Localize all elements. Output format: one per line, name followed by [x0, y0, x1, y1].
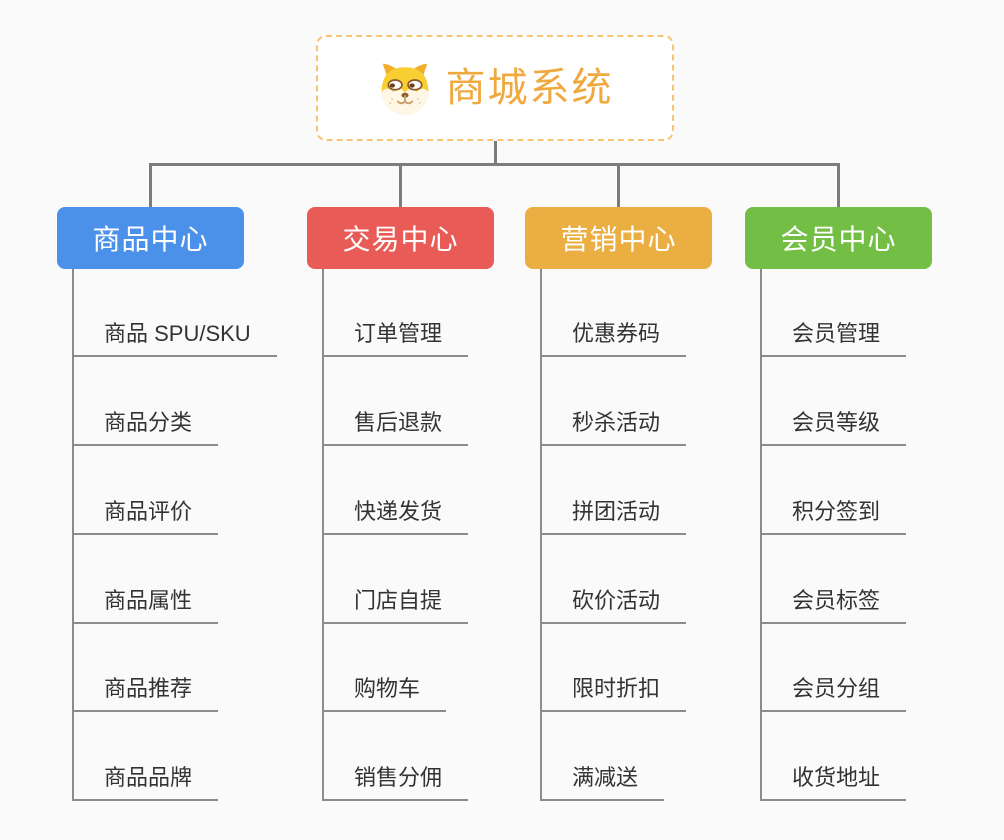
connector-drop-marketing	[617, 163, 620, 209]
leaf-item[interactable]: 会员管理	[760, 321, 907, 357]
leaf-item[interactable]: 订单管理	[322, 321, 469, 357]
leaf-item[interactable]: 秒杀活动	[540, 410, 687, 446]
connector-drop-trade	[399, 163, 402, 209]
branch-column-member: 会员中心 会员管理 会员等级 积分签到 会员标签 会员分组 收货地址	[745, 207, 1004, 807]
connector-root-stem	[494, 141, 497, 165]
leaf-item[interactable]: 会员标签	[760, 588, 907, 624]
branch-node-trade-center[interactable]: 交易中心	[307, 207, 494, 269]
leaf-item[interactable]: 满减送	[540, 765, 665, 801]
leaf-item[interactable]: 会员分组	[760, 676, 907, 712]
leaf-item[interactable]: 商品分类	[72, 410, 219, 446]
branch-node-member-center[interactable]: 会员中心	[745, 207, 932, 269]
branch-trunk-line	[72, 269, 74, 801]
leaf-item[interactable]: 快递发货	[322, 499, 469, 535]
branch-column-marketing: 营销中心 优惠券码 秒杀活动 拼团活动 砍价活动 限时折扣 满减送	[525, 207, 785, 807]
leaf-item[interactable]: 售后退款	[322, 410, 469, 446]
leaf-item[interactable]: 会员等级	[760, 410, 907, 446]
branch-trunk-line	[540, 269, 542, 801]
leaf-item[interactable]: 商品品牌	[72, 765, 219, 801]
leaf-item[interactable]: 商品 SPU/SKU	[72, 321, 277, 357]
branch-trunk-line	[760, 269, 762, 801]
leaf-item[interactable]: 积分签到	[760, 499, 907, 535]
leaf-item[interactable]: 门店自提	[322, 588, 469, 624]
leaf-item[interactable]: 购物车	[322, 676, 447, 712]
connector-drop-member	[837, 163, 840, 209]
leaf-item[interactable]: 商品评价	[72, 499, 219, 535]
branch-column-product: 商品中心 商品 SPU/SKU 商品分类 商品评价 商品属性 商品推荐 商品品牌	[57, 207, 317, 807]
leaf-item[interactable]: 销售分佣	[322, 765, 469, 801]
connector-drop-product	[149, 163, 152, 209]
branch-trunk-line	[322, 269, 324, 801]
branch-node-product-center[interactable]: 商品中心	[57, 207, 244, 269]
leaf-item[interactable]: 收货地址	[760, 765, 907, 801]
leaf-item[interactable]: 砍价活动	[540, 588, 687, 624]
leaf-item[interactable]: 商品推荐	[72, 676, 219, 712]
branch-node-marketing-center[interactable]: 营销中心	[525, 207, 712, 269]
leaf-item[interactable]: 限时折扣	[540, 676, 687, 712]
branch-column-trade: 交易中心 订单管理 售后退款 快递发货 门店自提 购物车 销售分佣	[307, 207, 567, 807]
root-node-mall-system[interactable]: 商城系统	[316, 35, 674, 141]
doge-dog-icon	[380, 63, 429, 115]
leaf-item[interactable]: 商品属性	[72, 588, 219, 624]
leaf-item[interactable]: 拼团活动	[540, 499, 687, 535]
root-title: 商城系统	[445, 66, 614, 110]
connector-bus	[149, 163, 840, 166]
leaf-item[interactable]: 优惠券码	[540, 321, 687, 357]
